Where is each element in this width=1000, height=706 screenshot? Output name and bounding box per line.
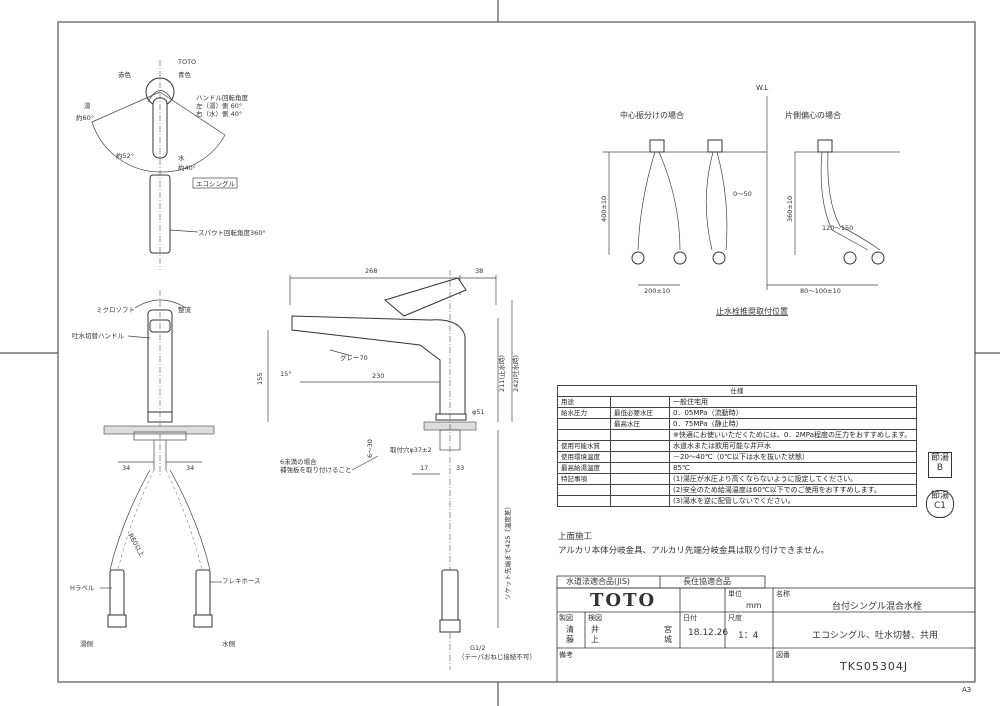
svg-text:左（湯）側 60°: 左（湯）側 60°	[196, 101, 242, 110]
svg-text:片側偏心の場合: 片側偏心の場合	[785, 110, 841, 120]
svg-text:6〜30: 6〜30	[366, 439, 374, 458]
svg-text:補強板を取り付けること: 補強板を取り付けること	[280, 465, 352, 474]
svg-text:中心振分けの場合: 中心振分けの場合	[620, 110, 684, 120]
svg-text:φ51: φ51	[472, 408, 485, 416]
svg-text:34: 34	[122, 464, 130, 472]
note-top-install: 上面施工	[558, 532, 593, 542]
svg-text:エコシングル: エコシングル	[196, 179, 236, 188]
svg-text:整流: 整流	[178, 305, 192, 314]
unit-value: mm	[746, 601, 762, 610]
svg-text:17: 17	[420, 464, 428, 472]
svg-text:吐水切替ハンドル: 吐水切替ハンドル	[72, 331, 125, 340]
svg-text:水: 水	[178, 153, 185, 162]
check-label: 検図	[588, 614, 602, 622]
remarks-label: 備考	[559, 651, 573, 659]
drawing-no-label: 図番	[776, 651, 790, 659]
svg-text:360±10: 360±10	[786, 196, 794, 222]
made-label: 製図	[559, 614, 573, 622]
features-text: エコシングル、吐水切替、共用	[812, 631, 939, 641]
date-label: 日付	[683, 614, 697, 622]
brand-logo: TOTO	[590, 590, 657, 611]
svg-text:湯側: 湯側	[80, 639, 94, 648]
svg-text:（テーパおねじ接続不可）: （テーパおねじ接続不可）	[458, 652, 536, 661]
svg-text:湯: 湯	[84, 101, 91, 110]
svg-text:15°: 15°	[280, 370, 292, 378]
drawing-no: TKS05304J	[840, 660, 909, 673]
approver-f: 城	[664, 635, 672, 644]
svg-text:G1/2: G1/2	[470, 644, 486, 652]
long-life-label: 長住協適合品	[683, 577, 731, 586]
product-name: 台付シングル混合水栓	[832, 602, 923, 612]
approver-a: 清	[566, 625, 574, 634]
approver-c: 井	[591, 625, 599, 634]
top-view: 赤色 TOTO 青色 ハンドル回転角度 左（湯）側 60° 右（水）側 40° …	[76, 58, 266, 270]
scale-value: 1：4	[738, 631, 759, 641]
svg-text:268: 268	[365, 267, 377, 275]
svg-text:155: 155	[256, 373, 264, 385]
approver-d: 上	[591, 635, 599, 644]
svg-text:止水栓推奨取付位置: 止水栓推奨取付位置	[716, 306, 788, 316]
svg-text:38: 38	[475, 267, 483, 275]
svg-text:ソケット先端まで425（温度差）: ソケット先端まで425（温度差）	[503, 503, 512, 600]
svg-text:200±10: 200±10	[644, 287, 670, 295]
svg-text:赤色: 赤色	[118, 70, 132, 79]
svg-text:右（水）側 40°: 右（水）側 40°	[196, 109, 242, 118]
valve-position-diagram: W.L 中心振分けの場合 片側偏心の場合 400±10 200±10 0〜50 …	[600, 84, 900, 316]
svg-text:ハンドル回転角度: ハンドル回転角度	[196, 93, 249, 102]
svg-text:6未満の場合: 6未満の場合	[280, 457, 317, 466]
svg-text:120〜150: 120〜150	[822, 224, 853, 232]
scale-label: 尺度	[728, 614, 742, 622]
svg-text:水側: 水側	[222, 639, 236, 648]
svg-text:青色: 青色	[178, 70, 192, 79]
date-value: 18.12.26	[688, 628, 729, 638]
svg-text:230: 230	[372, 372, 384, 380]
svg-text:80〜100±10: 80〜100±10	[800, 287, 841, 295]
svg-text:34: 34	[186, 464, 194, 472]
svg-text:取付穴φ37±2: 取付穴φ37±2	[390, 445, 432, 454]
svg-text:0〜50: 0〜50	[733, 190, 752, 198]
svg-text:400±10: 400±10	[600, 196, 608, 222]
svg-text:211(止水時): 211(止水時)	[497, 355, 506, 392]
svg-text:ミクロソフト: ミクロソフト	[96, 306, 135, 314]
svg-text:33: 33	[456, 464, 464, 472]
svg-text:Hラベル: Hラベル	[70, 584, 95, 592]
side-view: 268 38 155 230 15° グレー70 211(止水時) 242(吐水…	[256, 267, 536, 670]
svg-text:約40°: 約40°	[178, 163, 196, 172]
svg-text:W.L: W.L	[756, 84, 768, 92]
paper-size: A3	[962, 686, 972, 694]
svg-text:約52°: 約52°	[116, 151, 134, 160]
water-law-label: 水道法適合品(JIS)	[566, 577, 631, 586]
svg-text:242(吐水時): 242(吐水時)	[511, 355, 520, 392]
approver-e: 宮	[664, 625, 672, 634]
svg-text:約60°: 約60°	[76, 113, 94, 122]
sheet-border	[57, 21, 976, 683]
svg-text:グレー70: グレー70	[340, 353, 368, 362]
front-view: ミクロソフト 整流 吐水切替ハンドル 34 34 R60以上 Hラベル フレキホ…	[70, 290, 261, 648]
unit-label: 単位	[728, 590, 742, 598]
note-alkali: アルカリ本体分岐金具、アルカリ先端分岐金具は取り付けできません。	[558, 546, 830, 556]
svg-text:TOTO: TOTO	[177, 58, 196, 66]
svg-text:スパウト回転角度360°: スパウト回転角度360°	[198, 228, 266, 237]
name-label: 名称	[776, 590, 790, 598]
approver-b: 藤	[566, 635, 574, 644]
svg-text:フレキホース: フレキホース	[222, 577, 261, 585]
